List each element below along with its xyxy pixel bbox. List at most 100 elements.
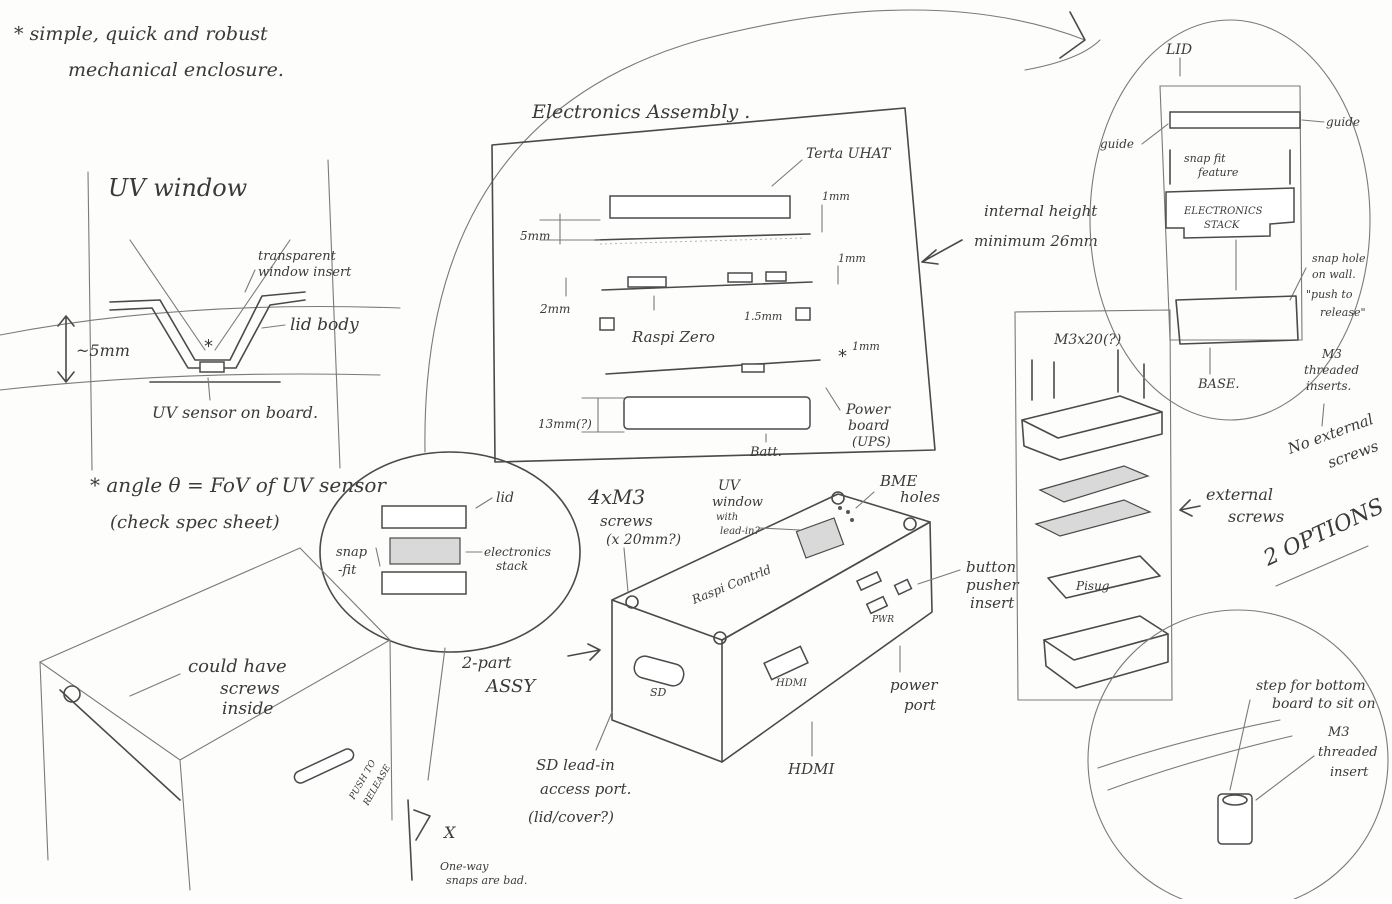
snapfit-label-1: snap fit [1184,152,1226,165]
snap-fit-bubble: lid snap -fit electronics stack 2-part A… [319,451,601,781]
oneway-detail [407,799,431,881]
transparent-label-1: transparent [258,249,337,264]
power-spark-symbol: * [838,346,847,367]
internal-height-arrow [921,239,963,265]
external-label-2: screws [1228,507,1284,526]
snaphole-arrow [1289,267,1307,301]
snap-fit-label-1: snap [336,545,368,560]
screw-hole-1 [625,595,639,609]
two-part-label-2: ASSY [484,676,537,697]
intro-line-1: * simple, quick and robust [14,23,268,45]
uv-window-square [795,517,845,559]
detail-m3-3: insert [1330,765,1369,780]
guide-left: guide [1100,137,1134,151]
two-options-label: 2 OPTIONS [1259,494,1388,572]
raspi-connector-3 [765,271,787,282]
bme-hole-1 [838,506,842,510]
screws-label-2: screws [600,512,653,530]
uv-fov-lines [129,239,291,351]
option2-lid [1169,111,1301,129]
snaphole-label-4: release" [1320,306,1366,319]
snaphole-label-2: on wall. [1312,268,1356,281]
electronics-title: Electronics Assembly . [531,101,750,123]
uv-window-arrow [759,527,801,531]
x-mark: X [442,823,456,842]
button-arrow [917,569,961,585]
detail-bubble [1087,609,1389,904]
enclosure-front-face [611,599,723,763]
left-box-screw [63,685,81,703]
power-connector [741,363,765,373]
screw-hole-3 [831,491,845,505]
snap-electronics-1: electronics [484,545,551,559]
dim-2mm: 2mm [539,302,570,316]
raspi-connector-2 [727,272,753,283]
step-arrow [1229,699,1251,791]
detail-m3-2: threaded [1318,745,1378,760]
uhat-label: Terta UHAT [806,146,892,162]
two-options-underline [1275,545,1369,587]
dim-1mm-c: 1mm [852,340,880,353]
snap-fit-label-2: -fit [338,563,357,578]
screws-drawn [1031,349,1145,401]
height-dimension [57,315,75,383]
screws-arrow [623,547,629,593]
sensor-arrow [207,377,211,401]
exploded-base-side [1043,633,1169,689]
exploded-raspi [1034,499,1152,537]
internal-height-2: minimum 26mm [974,232,1098,250]
left-box-lid-edge [59,689,181,801]
electronics-assembly: Electronics Assembly . Terta UHAT 1mm 5m… [491,101,936,463]
left-box-release-slot [293,748,355,784]
power-label-1: Power [845,402,892,418]
flow-arc-tail [1024,39,1101,71]
pwr-label: PWR [871,615,894,625]
internal-height-1: internal height [984,202,1098,220]
battery [623,396,811,430]
snapfit-posts [1169,149,1291,185]
screws-label-3: (x 20mm?) [606,532,681,548]
option1-frame [1014,309,1173,701]
dim-5mm: 5mm [520,229,550,243]
guide-left-arrow [1141,123,1169,145]
enclosure-side-face [721,521,933,763]
step-label-2: board to sit on [1272,696,1376,712]
button-label-2: pusher [966,576,1019,594]
pisug-label: Pisug [1075,579,1110,593]
height-label: ~5mm [76,341,130,360]
sd-port [633,655,685,687]
electronics-frame [491,107,936,463]
option2-frame [1159,85,1303,341]
bme-arrow [855,491,875,509]
lid-tag: LID [1165,42,1192,58]
snap-fit-arrow [375,547,381,567]
exploded-base-top [1043,615,1169,661]
transparent-arrow [244,269,256,293]
enclosure-logo: Raspi Contrld [689,562,774,607]
step-label-1: step for bottom [1256,678,1366,694]
exploded-lid-side [1021,411,1163,461]
power-label-3: (UPS) [852,435,891,450]
detail-m3-arrow [1255,755,1315,801]
button-label-1: button [966,558,1016,576]
stack-label-2: STACK [1204,220,1240,231]
snap-lid-arrow [475,497,493,509]
bme-hole-3 [850,518,854,522]
option2-bubble [1089,19,1371,421]
snap-electronics-2: stack [496,559,528,573]
snaphole-label-1: snap hole [1312,252,1366,265]
m3-inserts-1: M3 [1321,347,1342,361]
uv-sensor-chip [199,361,225,373]
snapfit-label-2: feature [1197,166,1239,179]
flow-arc [424,9,1086,453]
snap-lid-part [381,505,467,529]
external-arrow [1179,499,1201,517]
option2-base [1175,295,1299,345]
uv-sensor-label: UV sensor on board. [152,403,318,422]
check-spec-note: (check spec sheet) [110,512,280,533]
hdmi-note: HDMI [787,760,835,778]
uv-label-2: window [712,495,763,510]
left-box-top [38,547,391,761]
uhat-pcb [594,233,811,241]
